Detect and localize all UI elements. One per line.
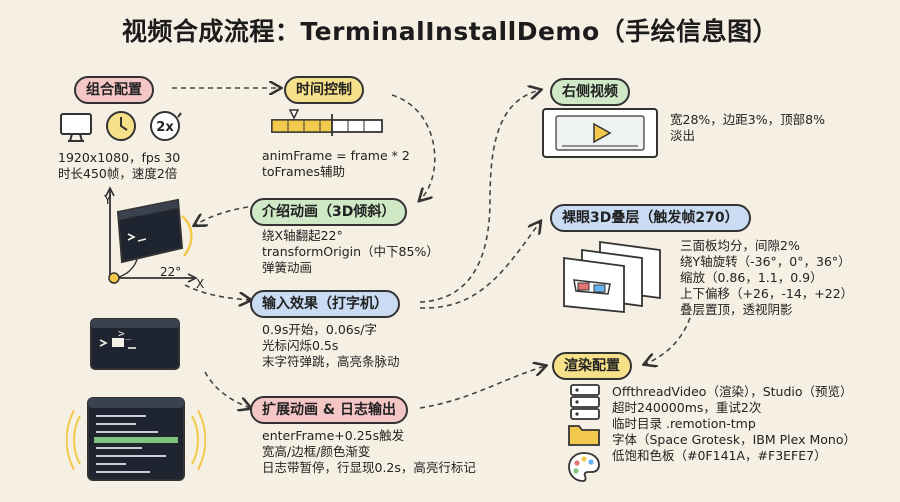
timing-line: animFrame = frame * 2	[262, 148, 410, 163]
palette-icon	[568, 452, 600, 482]
intro-line: transformOrigin（中下85%）	[262, 244, 439, 259]
render-line: OffthreadVideo（渲染），Studio（预览）	[612, 384, 853, 399]
intro-line: 弹簧动画	[262, 260, 313, 275]
node-compose-label: 组合配置	[74, 76, 154, 104]
node-extend-label: 扩展动画 & 日志输出	[250, 396, 408, 424]
server-icon	[570, 384, 600, 420]
extend-text: enterFrame+0.25s触发 宽高/边框/颜色渐变 日志带暂停，行显现0…	[262, 428, 476, 476]
node-rightvideo-label: 右侧视频	[550, 78, 630, 106]
stack-line: 上下偏移（+26，-14，+22）	[680, 286, 854, 301]
timing-line: toFrames辅助	[262, 164, 346, 179]
node-intro-label: 介绍动画（3D倾斜）	[250, 198, 408, 226]
3d-glasses-icon	[573, 279, 611, 295]
node-timing-label: 时间控制	[284, 76, 364, 104]
intro-text: 绕X轴翻起22° transformOrigin（中下85%） 弹簧动画	[262, 228, 439, 276]
clock-icon	[106, 111, 136, 141]
stacked-panels-icon	[563, 240, 661, 313]
extend-line: enterFrame+0.25s触发	[262, 428, 405, 443]
rightvideo-line: 宽28%，边距3%，顶部8%	[670, 112, 825, 127]
stack-line: 绕Y轴旋转（-36°，0°，36°）	[680, 254, 851, 269]
typing-line: 0.9s开始，0.06s/字	[262, 322, 377, 337]
render-line: 字体（Space Grotesk，IBM Plex Mono）	[612, 432, 856, 447]
folder-icon	[568, 425, 600, 446]
compose-line: 1920x1080，fps 30	[58, 150, 181, 165]
render-line: 临时目录 .remotion-tmp	[612, 416, 756, 431]
axis-x-label: X	[196, 277, 205, 291]
tilted-terminal-icon	[105, 186, 198, 284]
timing-text: animFrame = frame * 2 toFrames辅助	[262, 148, 410, 180]
stack-line: 三面板均分，间隙2%	[680, 238, 800, 253]
arrow-typing-to-stack	[419, 222, 540, 309]
stack-line: 缩放（0.86，1.1，0.9）	[680, 270, 823, 285]
node-render-label: 渲染配置	[552, 352, 632, 380]
arrow-stack-to-render	[645, 317, 691, 364]
rightvideo-line: 淡出	[670, 128, 696, 143]
stack-text: 三面板均分，间隙2% 绕Y轴旋转（-36°，0°，36°） 缩放（0.86，1.…	[680, 238, 853, 318]
compose-text: 1920x1080，fps 30 时长450帧，速度2倍	[58, 150, 180, 182]
render-line: 低饱和色板（#0F141A，#F3EFE7）	[612, 448, 827, 463]
arrow-intro-to-3dicon	[195, 206, 249, 225]
extend-line: 宽高/边框/颜色渐变	[262, 444, 371, 459]
axis-y-label: Y	[104, 193, 112, 207]
arrow-extend-to-render	[419, 366, 545, 409]
render-line: 超时240000ms，重试2次	[612, 400, 762, 415]
node-stack-label: 裸眼3D叠层（触发帧270）	[550, 204, 751, 232]
log-terminal-icon	[66, 397, 206, 481]
typing-line: 末字符弹跳，高亮条脉动	[262, 354, 400, 369]
typing-text: 0.9s开始，0.06s/字 光标闪烁0.5s 末字符弹跳，高亮条脉动	[262, 322, 400, 370]
timeline-icon	[271, 109, 383, 136]
page-title: 视频合成流程：TerminalInstallDemo（手绘信息图）	[121, 17, 779, 46]
rightvideo-text: 宽28%，边距3%，顶部8% 淡出	[670, 112, 825, 144]
arrow-term-to-extend	[204, 371, 250, 408]
speed-badge: 2x	[156, 120, 174, 135]
typing-prompt: >_	[118, 327, 132, 340]
node-typing-label: 输入效果（打字机）	[250, 290, 400, 318]
angle-label: 22°	[160, 265, 182, 279]
typing-terminal-icon	[90, 318, 180, 370]
extend-line: 日志带暂停，行显现0.2s，高亮行标记	[262, 460, 476, 475]
monitor-icon	[60, 113, 92, 142]
typing-line: 光标闪烁0.5s	[262, 338, 339, 353]
stack-line: 叠层置顶，透视阴影	[680, 302, 793, 317]
arrow-timing-to-intro	[391, 94, 436, 200]
video-player-icon	[542, 108, 658, 158]
arrow-typing-to-rightvideo	[419, 90, 540, 303]
compose-line: 时长450帧，速度2倍	[58, 166, 178, 181]
speed-2x-icon: 2x	[150, 111, 182, 141]
render-text: OffthreadVideo（渲染），Studio（预览） 超时240000ms…	[612, 384, 856, 464]
intro-line: 绕X轴翻起22°	[262, 228, 343, 243]
